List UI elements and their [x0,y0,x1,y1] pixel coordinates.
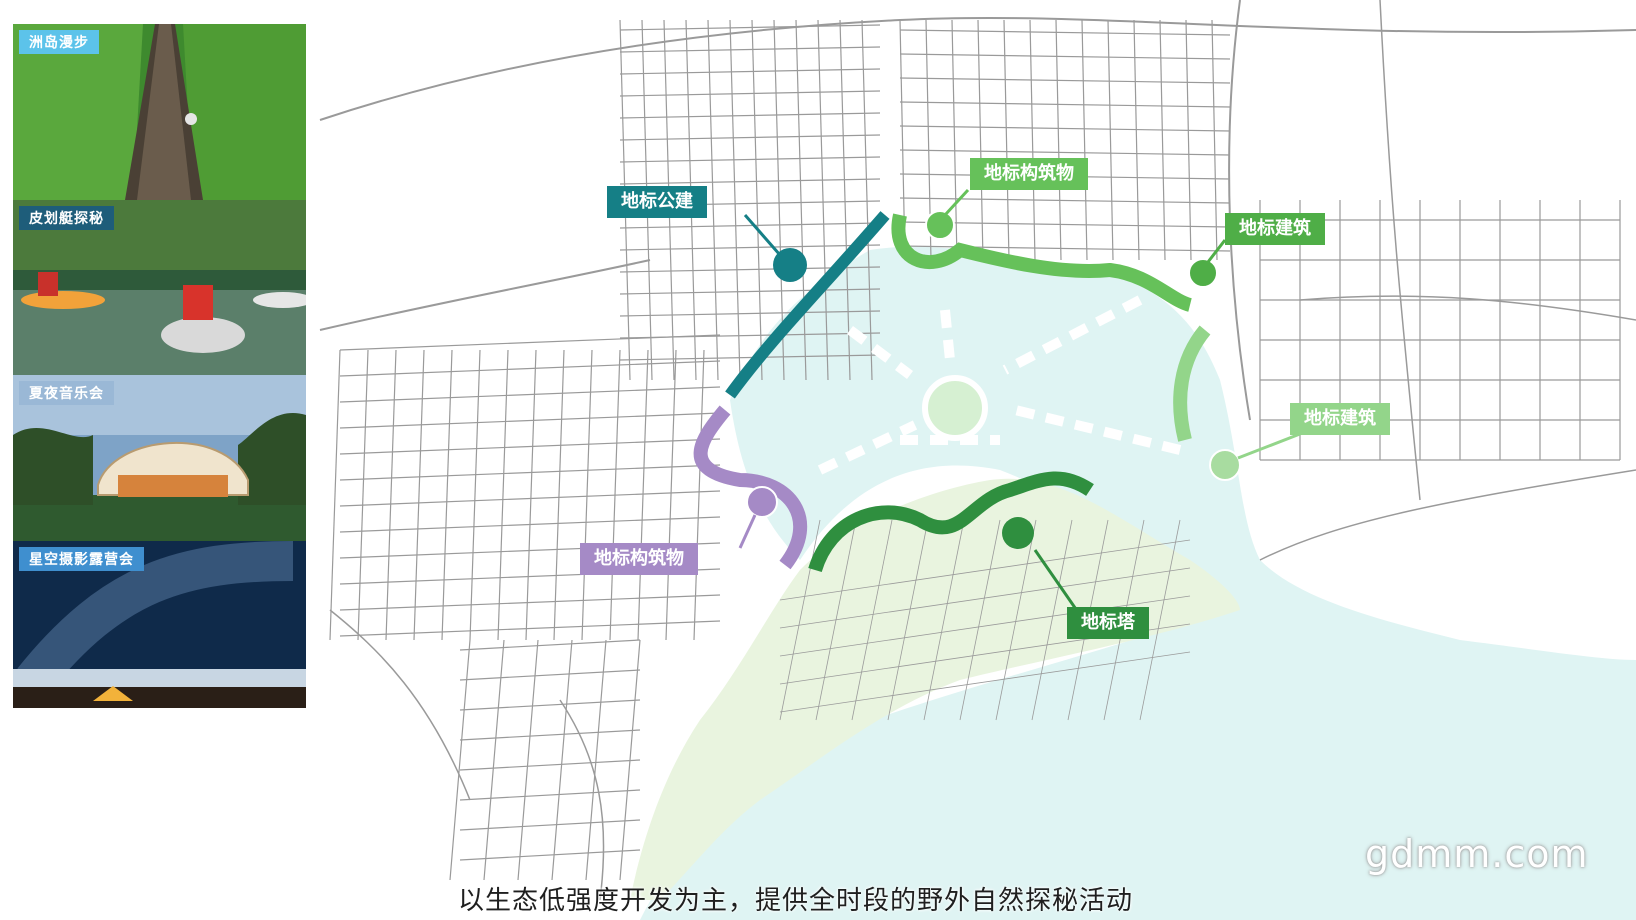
photo-tag-starry: 星空摄影露营会 [19,547,144,571]
callout-public-building[interactable]: 地标公建 [607,186,707,218]
west-structure-leader [738,514,757,549]
north-green-corridor [891,213,1193,312]
photo-tag-kayak: 皮划艇探秘 [19,206,114,230]
boardwalk-photo-icon [13,24,306,200]
photo-tag-boardwalk: 洲岛漫步 [19,30,99,54]
concert-stage-photo-icon [13,375,306,541]
north-structure-node[interactable] [925,210,955,240]
view-corridors [817,295,1182,475]
photo-kayak: 皮划艇探秘 [13,200,306,375]
north-structure-leader [943,188,970,217]
tower-node[interactable] [1002,517,1034,549]
road-network [319,0,1636,901]
public-building-node[interactable] [773,248,807,282]
west-structure-node[interactable] [746,486,778,518]
photo-tag-concert: 夏夜音乐会 [19,381,114,405]
tower-leader [1033,549,1082,616]
ne-building-node[interactable] [1188,258,1218,288]
photo-boardwalk: 洲岛漫步 [13,24,306,200]
photo-starry: 星空摄影露营会 [13,541,306,708]
callout-building-east[interactable]: 地标建筑 [1290,403,1390,435]
east-building-node[interactable] [1209,449,1241,481]
public-building-leader [743,214,782,256]
purple-corridor [693,405,808,570]
callout-building-ne[interactable]: 地标建筑 [1225,213,1325,245]
ne-building-leader [1206,239,1227,263]
callout-structure-west[interactable]: 地标构筑物 [580,543,698,575]
subtitle-caption: 以生态低强度开发为主，提供全时段的野外自然探秘活动 [458,886,1134,916]
center-node [922,375,988,441]
east-green-corridor [1173,325,1211,442]
teal-corridor [725,211,890,399]
photo-concert: 夏夜音乐会 [13,375,306,541]
south-green-corridor [808,471,1094,573]
east-building-leader [1237,430,1306,460]
callout-tower[interactable]: 地标塔 [1067,607,1149,639]
starry-camping-photo-icon [13,541,306,708]
callout-structure-north[interactable]: 地标构筑物 [970,158,1088,190]
water-bay [640,246,1636,920]
watermark: gdmm.com [1365,832,1589,876]
